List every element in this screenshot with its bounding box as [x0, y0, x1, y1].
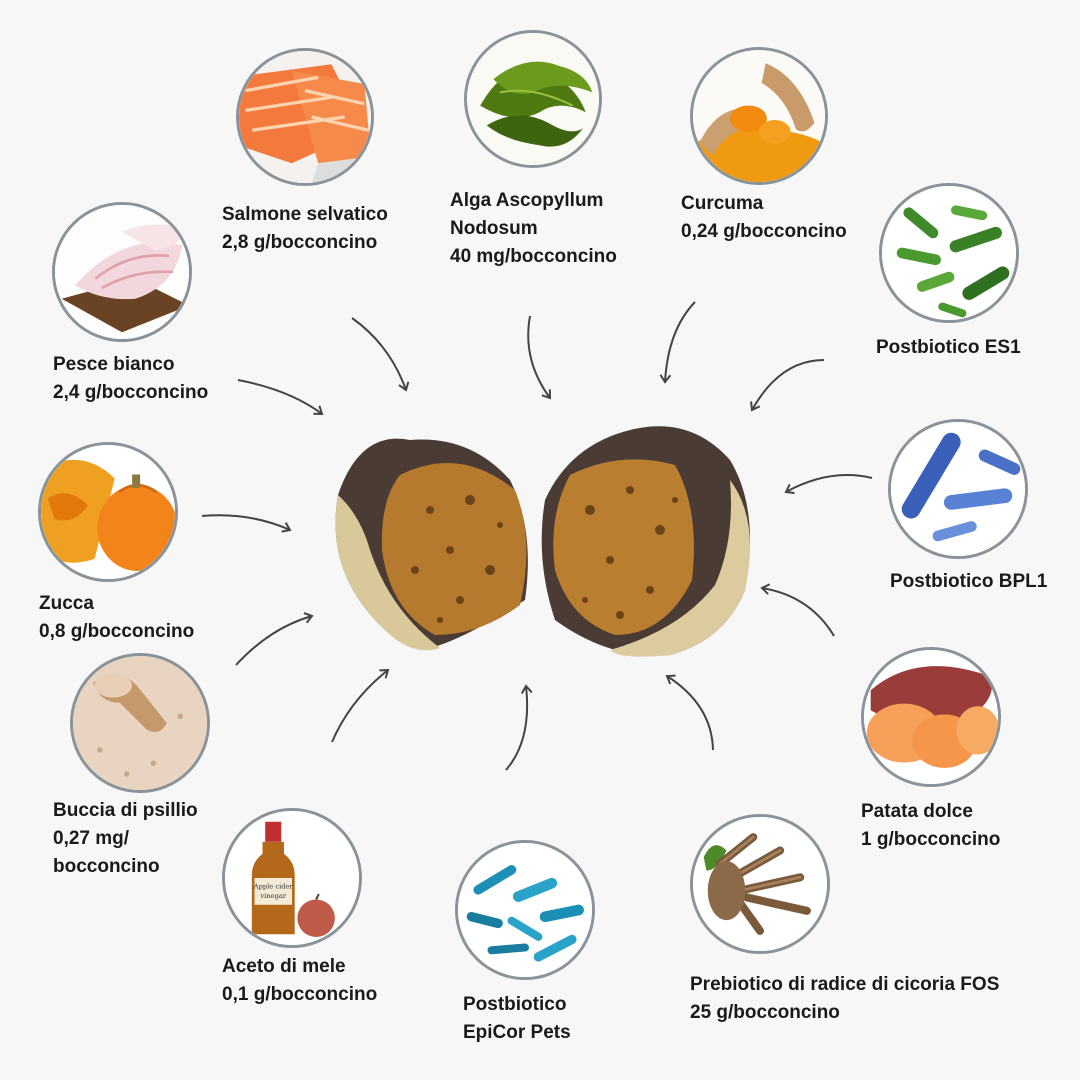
arrow-bpl1: [784, 474, 873, 495]
bottle-label-text1: Apple cider: [253, 883, 294, 891]
ingredient-qty-line2: bocconcino: [53, 856, 160, 877]
bottle-label-text2: vinegar: [259, 892, 286, 900]
ingredient-name: Postbiotico BPL1: [890, 571, 1048, 592]
arrow-es1: [750, 359, 825, 412]
ingredient-name: Prebiotico di radice di cicoria FOS: [690, 974, 1000, 995]
arrow-alga: [527, 315, 552, 400]
turmeric-root-icon: [690, 47, 828, 185]
ingredient-qty: 0,1 g/bocconcino: [222, 984, 378, 1005]
label-zucca: Zucca 0,8 g/bocconcino: [39, 590, 194, 646]
ingredient-qty: 2,4 g/bocconcino: [53, 382, 209, 403]
arrow-aceto: [331, 668, 390, 743]
ingredient-qty: 1 g/bocconcino: [861, 829, 1001, 850]
ingredient-name-line2: EpiCor Pets: [463, 1022, 571, 1043]
arrow-zucca: [201, 514, 292, 533]
ingredient-name: Zucca: [39, 593, 94, 614]
ingredient-qty: 0,24 g/bocconcino: [681, 221, 847, 242]
ingredient-qty-line1: 0,27 mg/: [53, 828, 130, 849]
cyan-bacteria-icon: [455, 840, 595, 980]
arrow-patata: [760, 583, 835, 637]
ingredient-name: Pesce bianco: [53, 354, 175, 375]
ingredient-qty: 25 g/bocconcino: [690, 1002, 840, 1023]
ingredient-qty: 2,8 g/bocconcino: [222, 232, 378, 253]
label-salmone: Salmone selvatico 2,8 g/bocconcino: [222, 201, 388, 257]
white-fish-fillet-icon: [52, 202, 192, 342]
seaweed-icon: [464, 30, 602, 168]
ingredient-name: Curcuma: [681, 193, 764, 214]
arrow-prebiotico: [665, 674, 714, 751]
ingredient-name: Aceto di mele: [222, 956, 346, 977]
ingredient-name-line1: Alga Ascopyllum: [450, 190, 604, 211]
label-alga: Alga Ascopyllum Nodosum 40 mg/bocconcino: [450, 187, 617, 271]
green-bacteria-icon: [879, 183, 1019, 323]
salmon-fillet-icon: [236, 48, 374, 186]
label-patata: Patata dolce 1 g/bocconcino: [861, 798, 1000, 854]
arrow-curcuma: [659, 301, 696, 384]
apple-vinegar-bottle-icon: Apple cider vinegar: [222, 808, 362, 948]
sweet-potato-icon: [861, 647, 1001, 787]
dog-treat-bocconcino-icon: [335, 426, 750, 657]
label-es1: Postbiotico ES1: [876, 334, 1021, 362]
ingredient-name: Postbiotico ES1: [876, 337, 1021, 358]
label-epicor: Postbiotico EpiCor Pets: [463, 991, 571, 1047]
arrow-pesce: [237, 379, 324, 416]
ingredient-name-line2: Nodosum: [450, 218, 538, 239]
arrow-epicor: [505, 684, 533, 771]
label-prebiotico: Prebiotico di radice di cicoria FOS 25 g…: [690, 971, 999, 1027]
ingredient-name: Buccia di psillio: [53, 800, 198, 821]
ingredient-name: Patata dolce: [861, 801, 973, 822]
ingredient-qty: 40 mg/bocconcino: [450, 246, 617, 267]
blue-bacteria-icon: [888, 419, 1028, 559]
label-bpl1: Postbiotico BPL1: [890, 568, 1047, 596]
ingredient-name: Salmone selvatico: [222, 204, 388, 225]
ingredient-qty: 0,8 g/bocconcino: [39, 621, 195, 642]
psyllium-husk-scoop-icon: [70, 653, 210, 793]
label-pesce: Pesce bianco 2,4 g/bocconcino: [53, 351, 208, 407]
arrow-psillio: [235, 612, 314, 666]
label-psillio: Buccia di psillio 0,27 mg/ bocconcino: [53, 797, 198, 881]
arrow-salmone: [351, 317, 410, 392]
pumpkin-icon: [38, 442, 178, 582]
label-curcuma: Curcuma 0,24 g/bocconcino: [681, 190, 847, 246]
chicory-root-icon: [690, 814, 830, 954]
label-aceto: Aceto di mele 0,1 g/bocconcino: [222, 953, 377, 1009]
ingredient-name-line1: Postbiotico: [463, 994, 567, 1015]
